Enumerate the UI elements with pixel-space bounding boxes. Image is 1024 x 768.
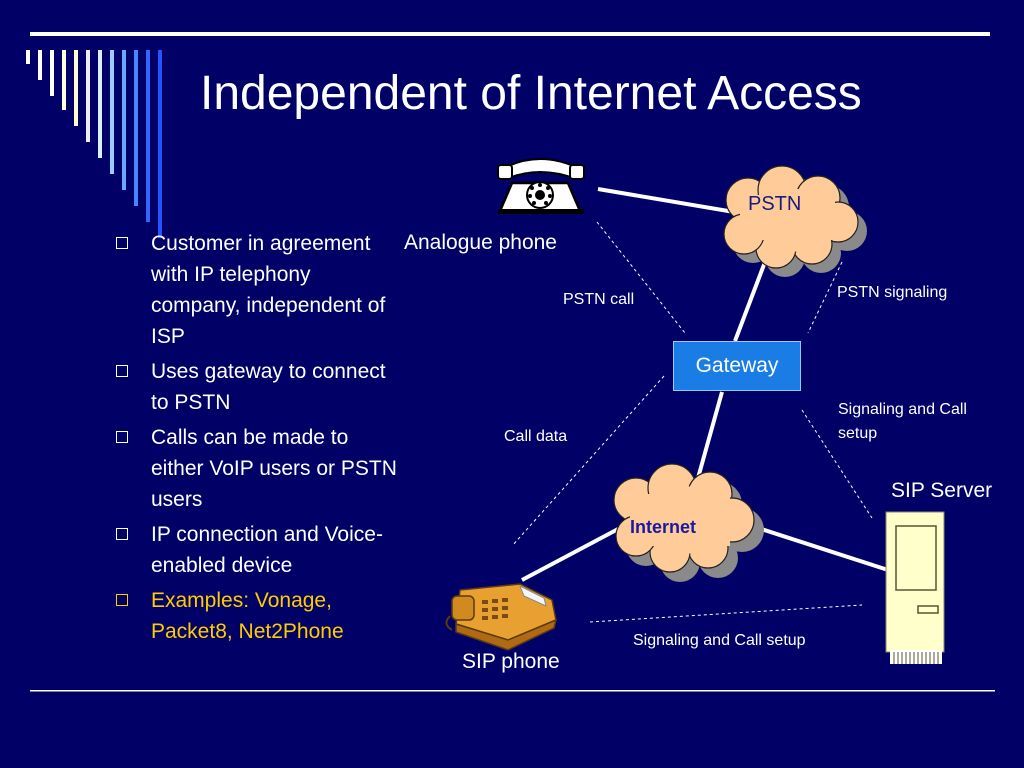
solid-connections (521, 187, 889, 582)
pstn-label: PSTN (748, 193, 802, 215)
phone-pstn-link (597, 187, 741, 215)
gateway-node: Gateway (673, 341, 801, 391)
pstn-signaling-label: PSTN signaling (837, 284, 948, 301)
server-tower-icon (885, 511, 945, 664)
pstn-cloud (723, 165, 867, 277)
square-bullet-icon (116, 528, 128, 540)
bullet-item: Uses gateway to connect to PSTN (112, 356, 402, 418)
internet-server-link (754, 525, 889, 572)
dashed-connections (511, 221, 873, 623)
bottom-rule (30, 690, 995, 692)
pstn-call-label: PSTN call (563, 291, 635, 308)
pstn-signaling-dashed (807, 261, 843, 334)
sip-phone-label: SIP phone (462, 650, 560, 673)
internet-sipphone-link (521, 526, 621, 582)
bullet-item-highlight: Examples: Vonage, Packet8, Net2Phone (112, 585, 402, 647)
pstn-call-dashed (596, 221, 686, 334)
top-rule (30, 32, 990, 36)
bullet-item: Calls can be made to either VoIP users o… (112, 422, 402, 515)
internet-label: Internet (630, 517, 697, 537)
square-bullet-icon (116, 365, 128, 377)
stripe-decoration (26, 50, 162, 238)
bullet-item: Customer in agreement with IP telephony … (112, 228, 402, 352)
bullet-item: IP connection and Voice-enabled device (112, 519, 402, 581)
bottom-signaling-label: Signaling and Call setup (633, 632, 806, 649)
gateway-internet-link (696, 391, 724, 479)
call-data-label: Call data (504, 428, 568, 445)
square-bullet-icon (116, 431, 128, 443)
analogue-phone-label: Analogue phone (404, 231, 557, 254)
bullet-list: Customer in agreement with IP telephony … (112, 228, 402, 651)
slide-title: Independent of Internet Access (200, 67, 862, 120)
pstn-gateway-link (733, 261, 767, 342)
sip-server-label: SIP Server (891, 479, 993, 502)
fax-phone-icon (445, 583, 558, 651)
square-bullet-icon (116, 594, 128, 606)
sipphone-server-dashed (589, 604, 863, 623)
square-bullet-icon (116, 237, 128, 249)
internet-cloud (613, 463, 764, 582)
call-data-dashed (511, 375, 665, 547)
rotary-phone-icon (497, 158, 585, 214)
gateway-signaling-label: Signaling and Call setup (838, 401, 967, 442)
